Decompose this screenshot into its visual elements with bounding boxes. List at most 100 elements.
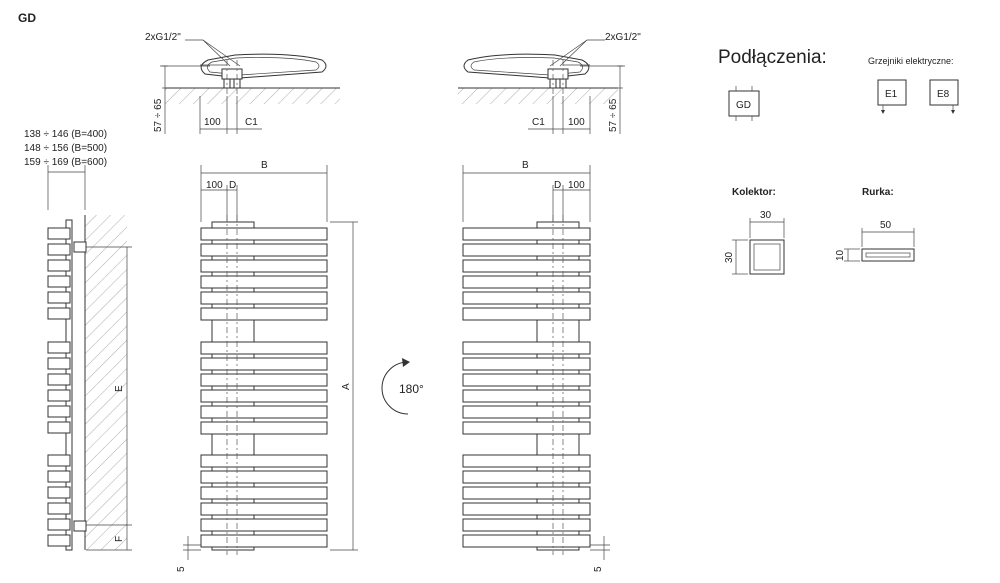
- rurka-profile: [844, 228, 915, 262]
- front-right-tube-15: [462, 486, 591, 500]
- front-view-left: [183, 165, 358, 560]
- dim-c1-right: C1: [532, 117, 545, 128]
- side-tube-9: [47, 373, 71, 386]
- e1-box: [877, 79, 907, 114]
- dim-a: A: [341, 383, 352, 390]
- height-range-right: 57 ÷ 65: [608, 98, 619, 132]
- front-right-tube-6: [462, 307, 591, 321]
- side-tube-4: [47, 275, 71, 288]
- gd-connection-box: [728, 86, 760, 121]
- front-right-tube-17: [462, 518, 591, 532]
- kolektor-title: Kolektor:: [732, 187, 776, 198]
- rurka-title: Rurka:: [862, 187, 894, 198]
- model-title: GD: [18, 11, 36, 25]
- front-left-tube-14: [200, 470, 328, 484]
- depth-line-3: 159 ÷ 169 (B=600): [24, 157, 107, 168]
- front-left-tube-4: [200, 275, 328, 289]
- front-right-tube-13: [462, 454, 591, 468]
- rotation-label: 180°: [399, 382, 424, 396]
- dim-100-front-left: 100: [206, 180, 223, 191]
- e1-box-label: E1: [885, 89, 898, 100]
- side-tube-13: [47, 454, 71, 467]
- side-view: [47, 165, 132, 551]
- front-left-tube-17: [200, 518, 328, 532]
- side-tube-7: [47, 341, 71, 354]
- dim-b-left: B: [261, 160, 268, 171]
- front-right-tube-1: [462, 227, 591, 241]
- front-right-tube-4: [462, 275, 591, 289]
- rurka-width: 50: [880, 220, 892, 231]
- dim-e: E: [114, 385, 125, 392]
- side-tube-10: [47, 389, 71, 402]
- front-right-tube-14: [462, 470, 591, 484]
- kolektor-width: 30: [760, 210, 772, 221]
- electric-title: Grzejniki elektryczne:: [868, 56, 954, 66]
- connection-detail-left: [160, 39, 340, 134]
- side-tube-18: [47, 534, 71, 547]
- front-left-tube-2: [200, 243, 328, 257]
- front-left-tube-8: [200, 357, 328, 371]
- dim-5-right: 5: [593, 566, 604, 572]
- front-left-tube-3: [200, 259, 328, 273]
- front-right-tube-16: [462, 502, 591, 516]
- front-right-tube-9: [462, 373, 591, 387]
- front-left-tube-9: [200, 373, 328, 387]
- front-left-tube-18: [200, 534, 328, 548]
- side-tube-5: [47, 291, 71, 304]
- dim-f: F: [114, 536, 125, 542]
- dim-100-left: 100: [204, 117, 221, 128]
- depth-line-1: 138 ÷ 146 (B=400): [24, 129, 107, 140]
- dim-100-right: 100: [568, 117, 585, 128]
- side-tube-17: [47, 518, 71, 531]
- side-tube-8: [47, 357, 71, 370]
- connection-detail-right: [458, 39, 625, 134]
- dim-d-right: D: [554, 180, 561, 191]
- side-tube-6: [47, 307, 71, 320]
- side-tube-1: [47, 227, 71, 240]
- front-left-tube-10: [200, 389, 328, 403]
- rurka-height: 10: [835, 249, 846, 261]
- e8-box-label: E8: [937, 89, 950, 100]
- front-right-tube-3: [462, 259, 591, 273]
- front-right-tube-8: [462, 357, 591, 371]
- dim-100-front-right: 100: [568, 180, 585, 191]
- front-right-tube-18: [462, 534, 591, 548]
- dim-d-left: D: [229, 180, 236, 191]
- front-left-tube-13: [200, 454, 328, 468]
- depth-line-2: 148 ÷ 156 (B=500): [24, 143, 107, 154]
- front-right-tube-5: [462, 291, 591, 305]
- side-tube-12: [47, 421, 71, 434]
- front-left-tube-16: [200, 502, 328, 516]
- front-left-tube-1: [200, 227, 328, 241]
- side-tube-14: [47, 470, 71, 483]
- rotation-symbol: [381, 358, 410, 415]
- gd-box-label: GD: [736, 100, 751, 111]
- front-left-tube-15: [200, 486, 328, 500]
- kolektor-height: 30: [724, 251, 735, 263]
- front-left-tube-6: [200, 307, 328, 321]
- front-view-right: [462, 165, 610, 560]
- dim-5-left: 5: [176, 566, 187, 572]
- kolektor-profile: [732, 218, 785, 275]
- side-tube-11: [47, 405, 71, 418]
- side-tube-15: [47, 486, 71, 499]
- thread-label-right: 2xG1/2": [605, 32, 641, 43]
- front-left-tube-5: [200, 291, 328, 305]
- front-right-tube-2: [462, 243, 591, 257]
- dim-b-right: B: [522, 160, 529, 171]
- front-right-tube-7: [462, 341, 591, 355]
- height-range-left: 57 ÷ 65: [153, 98, 164, 132]
- front-left-tube-7: [200, 341, 328, 355]
- front-left-tube-12: [200, 421, 328, 435]
- side-tube-2: [47, 243, 71, 256]
- side-tube-16: [47, 502, 71, 515]
- front-right-tube-10: [462, 389, 591, 403]
- front-right-tube-12: [462, 421, 591, 435]
- side-tube-3: [47, 259, 71, 272]
- thread-label-left: 2xG1/2": [145, 32, 181, 43]
- front-left-tube-11: [200, 405, 328, 419]
- connections-title: Podłączenia:: [718, 47, 827, 68]
- e8-box: [929, 79, 959, 114]
- dim-c1-left: C1: [245, 117, 258, 128]
